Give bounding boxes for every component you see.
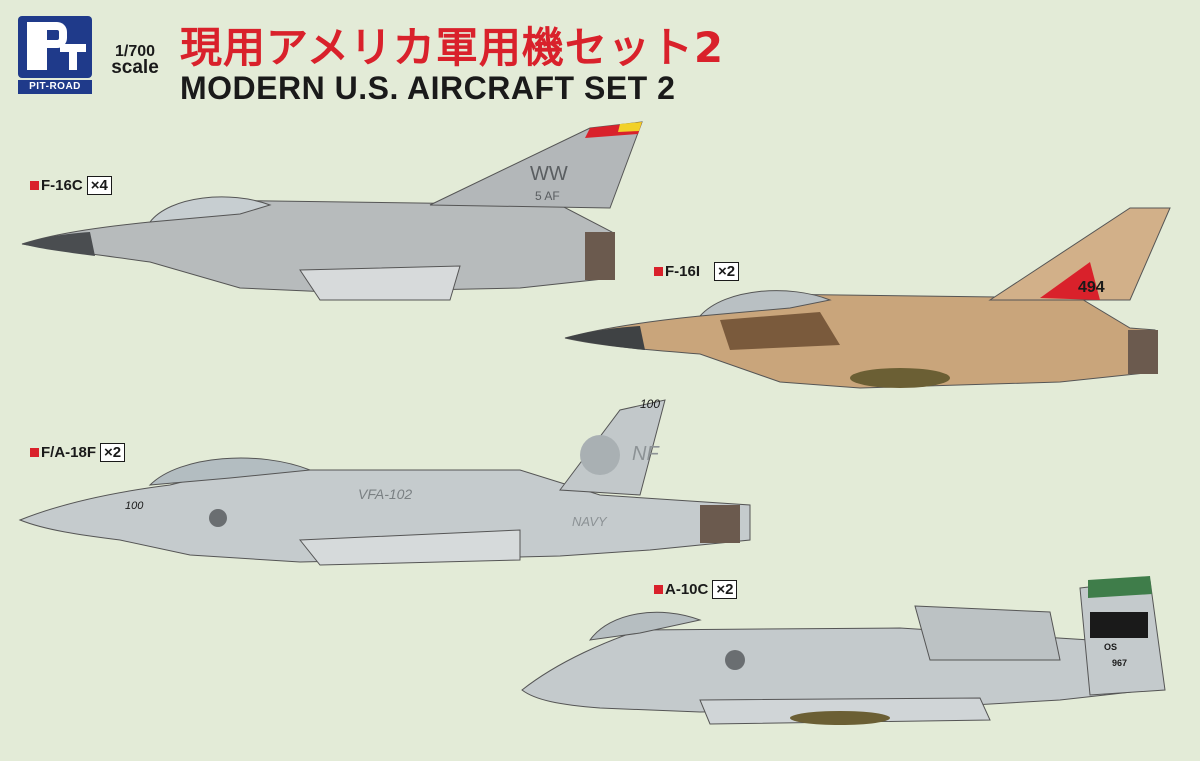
logo-mark [18, 16, 92, 78]
quantity-badge: ×2 [100, 443, 126, 462]
label-a10c: A-10C ×2 [654, 580, 738, 599]
aircraft-name: F/A-18F [41, 444, 97, 461]
label-f16c: F-16C ×4 [30, 176, 112, 195]
quantity-badge: ×2 [712, 580, 738, 599]
logo-text: PIT-ROAD [18, 80, 92, 94]
a10c-tail-code: OS [1104, 642, 1117, 652]
fa18f-navy-marking: NAVY [572, 514, 608, 529]
fa18f-tail-code: NF [632, 443, 660, 465]
red-square-icon [30, 448, 39, 457]
f16i-illustration: 494 [564, 207, 1171, 389]
red-square-icon [654, 267, 663, 276]
fa18f-illustration: 100 NF VFA-102 100 NAVY [18, 397, 751, 566]
f16c-illustration: WW 5 AF [21, 121, 643, 301]
label-fa18f: F/A-18F ×2 [30, 443, 126, 462]
red-square-icon [30, 181, 39, 190]
aircraft-name: F-16I [665, 263, 701, 280]
quantity-badge: ×2 [714, 262, 740, 281]
fa18f-squadron: VFA-102 [358, 486, 412, 502]
a10c-illustration: OS 967 [521, 576, 1166, 725]
title-english: MODERN U.S. AIRCRAFT SET 2 [180, 70, 676, 106]
red-square-icon [654, 585, 663, 594]
scale-label: 1/700 scale [100, 43, 170, 78]
aircraft-name: A-10C [665, 581, 709, 598]
title-japanese: 現用アメリカ軍用機セット2 [180, 23, 725, 72]
pit-road-logo: PIT-ROAD [18, 16, 92, 94]
scale-word: scale [111, 57, 159, 78]
fa18f-nose-number: 100 [125, 500, 144, 512]
quantity-badge: ×4 [86, 176, 112, 195]
f16i-tail-number: 494 [1078, 279, 1105, 296]
f16c-tail-sub: 5 AF [535, 189, 560, 203]
fa18f-tail-number: 100 [640, 397, 660, 411]
f16c-tail-code: WW [530, 163, 568, 185]
scale-ratio: 1/700 [114, 43, 156, 60]
aircraft-name: F-16C [41, 177, 83, 194]
label-f16i: F-16I ×2 [654, 262, 740, 281]
a10c-serial: 967 [1112, 658, 1127, 668]
